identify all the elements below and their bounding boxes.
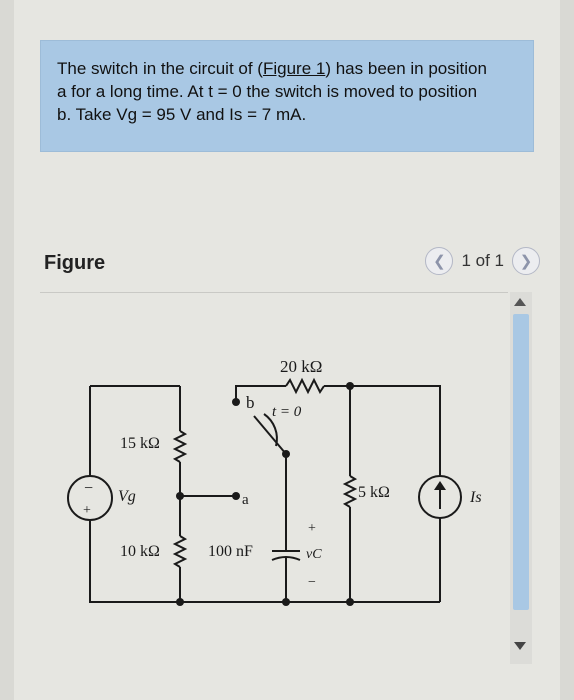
- label-r-5k: 5 kΩ: [358, 484, 390, 501]
- node-left-mid: [176, 492, 184, 500]
- figure-link[interactable]: Figure 1: [262, 59, 326, 78]
- label-position-b: b: [246, 393, 255, 412]
- label-source-is: Is: [469, 489, 482, 506]
- resistor-5k-symbol: [342, 475, 358, 508]
- scroll-down-arrow-icon[interactable]: [514, 642, 526, 650]
- circuit-diagram: − + 20 kΩ 15 kΩ 10 kΩ 5 kΩ 100 nF t = 0 …: [67, 357, 482, 606]
- label-vc-minus: −: [308, 575, 316, 590]
- figure-pager: ❮ 1 of 1 ❯: [425, 246, 540, 276]
- node-bottom-5k: [346, 598, 354, 606]
- label-r-10k: 10 kΩ: [120, 543, 160, 560]
- next-figure-button[interactable]: ❯: [512, 247, 540, 275]
- node-bottom-left: [176, 598, 184, 606]
- wire-left-lower: [89, 521, 180, 603]
- switch-terminal-b: [232, 398, 240, 406]
- problem-statement: The switch in the circuit of (Figure 1) …: [40, 40, 534, 152]
- resistor-20k-symbol: [285, 377, 325, 395]
- source-minus-sign: −: [84, 480, 93, 497]
- figure-divider: [40, 292, 508, 293]
- figure-scrollbar[interactable]: [510, 292, 532, 664]
- voltage-source-symbol: [67, 475, 113, 521]
- node-bottom-cap: [282, 598, 290, 606]
- circuit-figure: − + 20 kΩ 15 kΩ 10 kΩ 5 kΩ 100 nF t = 0 …: [40, 296, 506, 666]
- node-top-5k: [346, 382, 354, 390]
- prev-figure-button[interactable]: ❮: [425, 247, 454, 275]
- problem-line-1: The switch in the circuit of (Figure 1) …: [57, 59, 487, 78]
- label-r-20k: 20 kΩ: [280, 357, 322, 376]
- label-capacitor: 100 nF: [208, 543, 253, 560]
- pager-count: 1 of 1: [461, 251, 504, 270]
- switch-terminal-a: [232, 492, 240, 500]
- figure-heading: Figure: [44, 252, 106, 274]
- chevron-left-icon: ❮: [433, 253, 446, 270]
- scroll-up-arrow-icon[interactable]: [514, 298, 526, 306]
- switch-common-node: [282, 450, 290, 458]
- wire-b-up: [235, 385, 286, 402]
- arrow-up-icon: [434, 481, 446, 490]
- switch-arc: [263, 413, 278, 447]
- label-source-vg: Vg: [118, 488, 136, 505]
- switch-blade: [253, 415, 287, 455]
- scroll-thumb[interactable]: [513, 314, 529, 610]
- label-r-15k: 15 kΩ: [120, 435, 160, 452]
- resistor-10k-symbol: [172, 535, 188, 568]
- problem-line-3: b. Take Vg = 95 V and Is = 7 mA.: [57, 105, 307, 124]
- capacitor-plate-bottom: [271, 556, 301, 561]
- problem-line-2: a for a long time. At t = 0 the switch i…: [57, 82, 478, 101]
- chevron-right-icon: ❯: [519, 253, 533, 270]
- label-position-a: a: [242, 492, 249, 508]
- source-plus-sign: +: [83, 503, 91, 518]
- label-switch-time: t = 0: [272, 404, 302, 420]
- label-vc: vC: [306, 547, 322, 562]
- wire-top-right: [324, 385, 441, 476]
- label-vc-plus: +: [308, 521, 316, 536]
- resistor-15k-symbol: [172, 430, 188, 463]
